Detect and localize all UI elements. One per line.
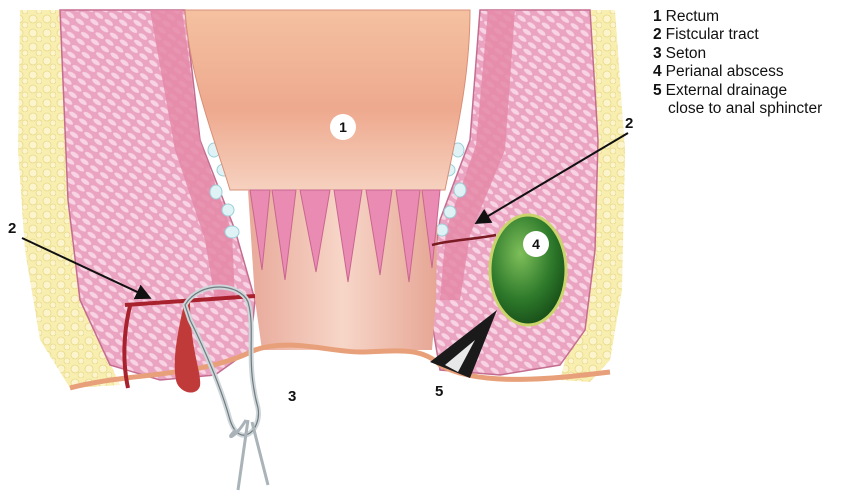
callout-tract-left: 2 [8,220,16,237]
callout-abscess: 4 [532,236,540,252]
callout-tract-right: 2 [625,115,633,132]
callout-drainage: 5 [435,383,443,400]
callout-rectum: 1 [339,119,347,135]
callout-seton: 3 [288,388,296,405]
perianal-abscess [490,215,566,325]
legend-item-continuation: close to anal sphincter [653,100,822,118]
rectum [185,10,470,190]
